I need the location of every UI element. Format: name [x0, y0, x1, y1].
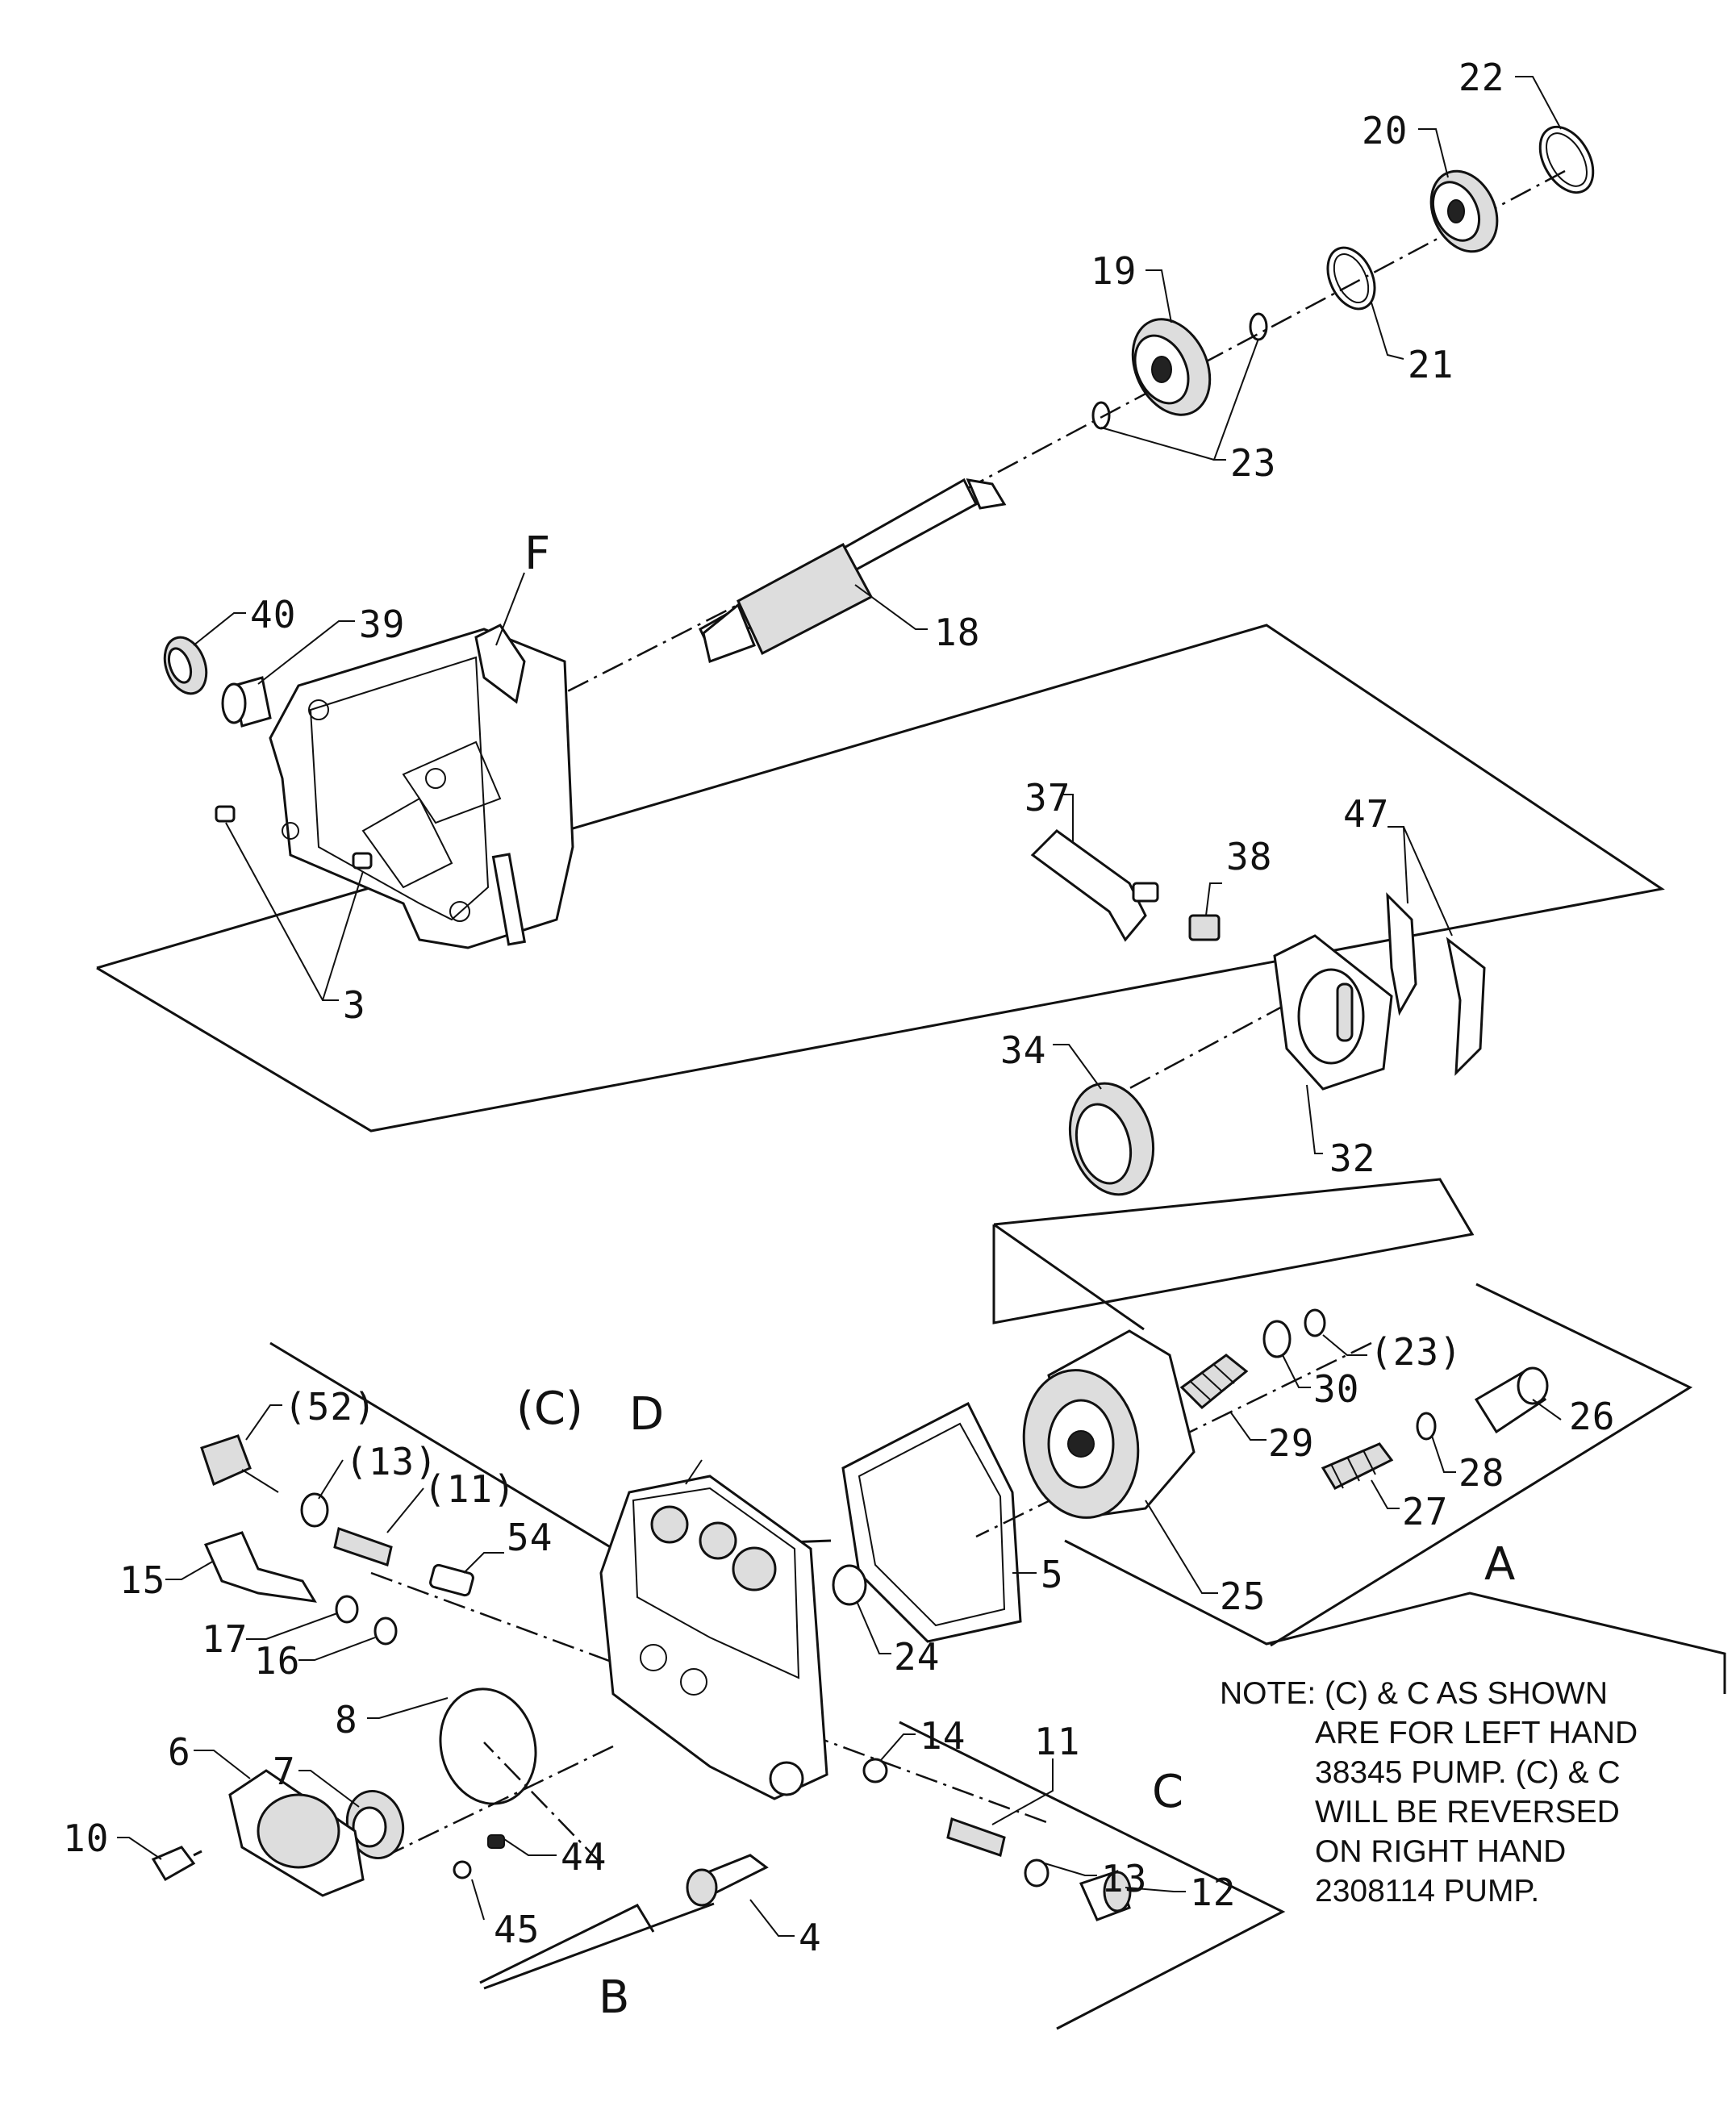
part-4-bolt: [686, 1854, 769, 1907]
part-29-spring: [1179, 1354, 1249, 1410]
callout-6: 6: [168, 1730, 191, 1774]
part-37-trunnion-lever: [1030, 829, 1159, 942]
part-16-o-ring: [373, 1616, 398, 1646]
callout-37: 37: [1024, 776, 1070, 820]
part-18-shaft: [699, 478, 1007, 663]
callout-24: 24: [894, 1635, 940, 1679]
callout-13: 13: [1101, 1857, 1147, 1900]
callout-7: 7: [273, 1750, 296, 1793]
part-14-check-ball: [862, 1758, 888, 1783]
part-27-spring: [1321, 1442, 1394, 1490]
callout-labels: 22 20 19 21 23 18 40 39 F 3 37 38 47 34 …: [63, 56, 1615, 2024]
part-20-bearing: [1429, 169, 1499, 253]
group-letter-c-paren: (C): [516, 1383, 583, 1435]
part-11-spring-paren: [333, 1527, 393, 1566]
part-52-plug: [200, 1434, 279, 1493]
callout-16: 16: [254, 1639, 300, 1683]
callout-40: 40: [250, 593, 296, 636]
group-letter-f: F: [524, 528, 550, 580]
part-40-seal: [163, 636, 208, 695]
callout-23: 23: [1230, 441, 1276, 485]
leader-lines: [117, 76, 1562, 1937]
callout-17: 17: [202, 1617, 248, 1661]
note-line-4: WILL BE REVERSED: [1315, 1795, 1620, 1829]
note-line-1: NOTE: (C) & C AS SHOWN: [1220, 1676, 1609, 1711]
callout-26: 26: [1569, 1395, 1615, 1438]
part-13-o-ring: [1024, 1858, 1050, 1888]
part-10-screw: [151, 1846, 202, 1882]
callout-39: 39: [359, 603, 405, 646]
callout-12: 12: [1190, 1871, 1236, 1914]
callout-29: 29: [1268, 1421, 1314, 1465]
part-32-swashplate: [1273, 934, 1393, 1091]
callout-20: 20: [1362, 109, 1408, 152]
part-17-o-ring: [335, 1595, 359, 1624]
callout-13-paren: (13): [345, 1440, 438, 1483]
part-28-ring: [1416, 1412, 1437, 1441]
callout-52-paren: (52): [284, 1385, 377, 1429]
callout-11-paren: (11): [424, 1467, 516, 1511]
body-d-center-section: [599, 1475, 828, 1800]
callout-28: 28: [1458, 1451, 1504, 1495]
group-letter-b: B: [599, 1971, 629, 2024]
callout-25: 25: [1220, 1575, 1266, 1618]
callout-54: 54: [507, 1516, 553, 1559]
housing-f: [269, 624, 574, 949]
part-54-plug: [429, 1563, 474, 1597]
callout-45: 45: [494, 1908, 540, 1951]
note-line-6: 2308114 PUMP.: [1315, 1874, 1540, 1909]
callout-44: 44: [561, 1835, 607, 1879]
part-22-retaining-ring: [1538, 125, 1595, 194]
callout-30: 30: [1313, 1367, 1359, 1411]
callout-23-paren: (23): [1370, 1330, 1463, 1374]
part-39-bushing: [221, 676, 272, 728]
callout-5: 5: [1041, 1553, 1064, 1596]
callout-21: 21: [1408, 343, 1454, 386]
part-13-o-ring-paren: [300, 1492, 329, 1528]
part-5-gasket: [841, 1401, 1022, 1643]
part-30-washer: [1262, 1320, 1292, 1358]
callout-34: 34: [1000, 1028, 1046, 1072]
part-26-sleeve: [1474, 1366, 1549, 1434]
part-21-washer: [1326, 246, 1376, 311]
part-7-charge-pump: [345, 1789, 405, 1860]
part-24-bushing: [832, 1564, 867, 1606]
group-letter-c: C: [1152, 1766, 1183, 1818]
assembly-note: NOTE: (C) & C AS SHOWN ARE FOR LEFT HAND…: [1220, 1674, 1704, 1911]
part-6-cover: [228, 1769, 365, 1897]
part-19-bearing: [1131, 318, 1212, 416]
callout-11: 11: [1034, 1720, 1080, 1763]
note-line-3: 38345 PUMP. (C) & C: [1315, 1755, 1621, 1790]
part-47-inserts: [1386, 892, 1486, 1076]
part-3-dowel-pins: [215, 805, 373, 870]
callout-15: 15: [119, 1558, 165, 1602]
group-letter-d: D: [629, 1388, 664, 1441]
callout-10: 10: [63, 1817, 109, 1860]
part-25-cylinder-block: [1022, 1329, 1196, 1519]
callout-27: 27: [1402, 1490, 1448, 1533]
part-23-o-ring-paren: [1304, 1308, 1326, 1337]
part-8-o-ring: [439, 1687, 537, 1805]
note-line-5: ON RIGHT HAND: [1315, 1834, 1567, 1869]
part-12-plug: [1079, 1870, 1132, 1921]
callout-47: 47: [1343, 792, 1389, 836]
callout-22: 22: [1458, 56, 1504, 99]
callout-3: 3: [343, 983, 366, 1027]
note-line-2: ARE FOR LEFT HAND: [1315, 1716, 1638, 1750]
callout-4: 4: [799, 1916, 822, 1959]
part-45-ball: [453, 1860, 472, 1879]
callout-19: 19: [1091, 249, 1137, 293]
callout-32: 32: [1329, 1137, 1375, 1180]
part-44-spring: [487, 1834, 505, 1849]
callout-38: 38: [1226, 835, 1272, 878]
group-letter-a: A: [1484, 1538, 1515, 1591]
callout-8: 8: [335, 1698, 358, 1742]
callout-14: 14: [920, 1714, 966, 1758]
part-38-slider-block: [1188, 914, 1221, 941]
part-34-thrust-bearing: [1068, 1082, 1155, 1196]
part-15-relief-valve: [203, 1531, 317, 1603]
callout-18: 18: [934, 611, 980, 654]
part-11-spring: [946, 1817, 1006, 1857]
